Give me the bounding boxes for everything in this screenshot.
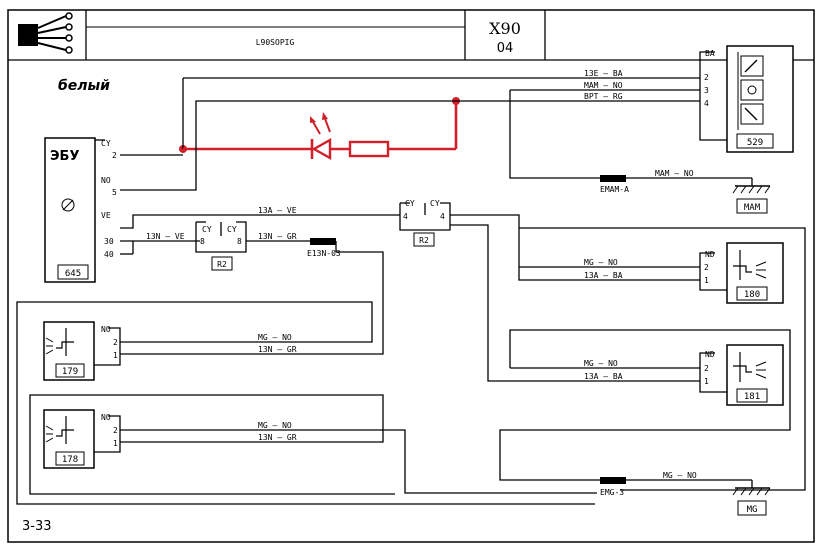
svg-text:13E – BA: 13E – BA — [584, 69, 623, 78]
svg-text:30: 30 — [104, 237, 114, 246]
svg-text:NO: NO — [101, 325, 111, 334]
svg-text:40: 40 — [104, 250, 114, 259]
component-180: 180 ND 2 1 — [699, 242, 784, 304]
relay-r2-right: CY CY 4 4 R2 — [399, 199, 451, 247]
svg-text:CY: CY — [202, 225, 212, 234]
ecu-number: 645 — [65, 269, 81, 279]
svg-text:179: 179 — [62, 367, 78, 377]
svg-text:13N – VE: 13N – VE — [146, 232, 185, 241]
relay-r2-left: CY CY 8 8 R2 — [195, 221, 247, 271]
svg-text:1: 1 — [113, 351, 118, 360]
svg-text:4: 4 — [440, 212, 445, 221]
splice-emam: EMAM-A MAM – NO MAM — [600, 169, 771, 214]
svg-text:NO: NO — [101, 413, 111, 422]
svg-text:13N – GR: 13N – GR — [258, 232, 297, 241]
splice-emg: EMG-3 MG – NO MG — [600, 471, 771, 516]
header-code: L90SOPIG — [256, 38, 295, 47]
ecu-label: ЭБУ — [50, 149, 79, 164]
svg-text:MG – NO: MG – NO — [258, 333, 292, 342]
module-529: 529 BA 2 3 4 — [699, 45, 794, 153]
svg-text:2: 2 — [704, 73, 709, 82]
component-179: 179 NO 2 1 — [43, 321, 121, 381]
svg-text:EMG-3: EMG-3 — [600, 488, 624, 497]
svg-text:MG – NO: MG – NO — [584, 359, 618, 368]
svg-text:BA: BA — [705, 49, 715, 58]
svg-text:ND: ND — [705, 350, 715, 359]
svg-text:CY: CY — [405, 199, 415, 208]
svg-text:13A – BA: 13A – BA — [584, 271, 623, 280]
svg-text:1: 1 — [704, 377, 709, 386]
svg-text:MG – NO: MG – NO — [584, 258, 618, 267]
ecu-645: ЭБУ 645 CY 2 NO 5 VE 30 40 — [44, 137, 117, 283]
diagram-frame — [7, 9, 815, 543]
component-178: 178 NO 2 1 — [43, 409, 121, 469]
svg-text:178: 178 — [62, 455, 78, 465]
svg-text:8: 8 — [237, 237, 242, 246]
svg-text:13N – GR: 13N – GR — [258, 345, 297, 354]
svg-text:MAM – NO: MAM – NO — [584, 81, 623, 90]
svg-text:8: 8 — [200, 237, 205, 246]
svg-text:MAM – NO: MAM – NO — [655, 169, 694, 178]
svg-text:BPT – RG: BPT – RG — [584, 92, 623, 101]
svg-text:1: 1 — [113, 439, 118, 448]
svg-text:3: 3 — [704, 86, 709, 95]
resistor-icon — [348, 140, 390, 158]
connector-logo-icon — [18, 12, 73, 54]
svg-text:13A – VE: 13A – VE — [258, 206, 297, 215]
header-model: X90 — [489, 19, 521, 38]
svg-text:R2: R2 — [419, 236, 429, 245]
svg-text:181: 181 — [744, 392, 760, 402]
svg-text:2: 2 — [113, 426, 118, 435]
svg-text:1: 1 — [704, 276, 709, 285]
header-revision: 04 — [497, 41, 514, 56]
svg-text:E13N-03: E13N-03 — [307, 249, 341, 258]
svg-text:2: 2 — [704, 364, 709, 373]
component-181: 181 ND 2 1 — [699, 344, 784, 406]
svg-text:13N – GR: 13N – GR — [258, 433, 297, 442]
svg-text:MG – NO: MG – NO — [258, 421, 292, 430]
svg-text:NO: NO — [101, 176, 111, 185]
annotation-label: белый — [58, 78, 110, 94]
svg-text:180: 180 — [744, 290, 760, 300]
svg-text:MAM: MAM — [744, 203, 761, 213]
svg-text:2: 2 — [112, 151, 117, 160]
svg-text:13A – BA: 13A – BA — [584, 372, 623, 381]
led-resistor-circuit — [120, 77, 700, 161]
svg-text:MG: MG — [747, 505, 758, 515]
led-icon — [311, 137, 332, 161]
svg-text:R2: R2 — [217, 260, 227, 269]
svg-text:ND: ND — [705, 250, 715, 259]
page-ref: 3-33 — [22, 519, 52, 534]
splice-e13n — [310, 238, 336, 245]
svg-text:2: 2 — [704, 263, 709, 272]
svg-text:VE: VE — [101, 211, 111, 220]
svg-text:5: 5 — [112, 188, 117, 197]
svg-text:2: 2 — [113, 338, 118, 347]
svg-text:4: 4 — [403, 212, 408, 221]
svg-text:CY: CY — [101, 139, 111, 148]
svg-text:MG – NO: MG – NO — [663, 471, 697, 480]
title-block: L90SOPIG X90 04 — [8, 10, 814, 61]
svg-text:4: 4 — [704, 99, 709, 108]
svg-text:529: 529 — [747, 138, 763, 148]
svg-text:CY: CY — [430, 199, 440, 208]
svg-text:CY: CY — [227, 225, 237, 234]
svg-text:EMAM-A: EMAM-A — [600, 185, 629, 194]
